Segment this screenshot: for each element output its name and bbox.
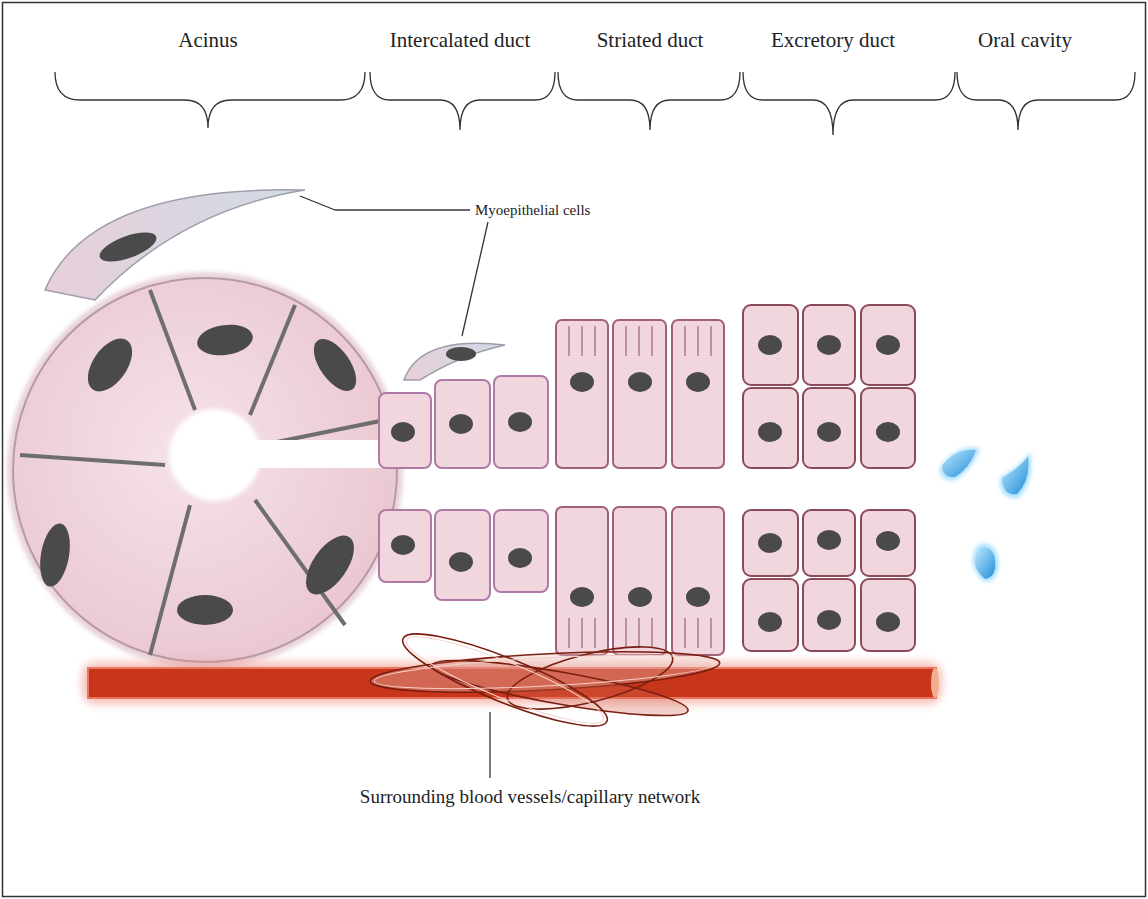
section-label: Excretory duct (771, 28, 895, 52)
striations (569, 326, 711, 648)
callout-label: Myoepithelial cells (475, 202, 590, 219)
blood-vessel (82, 618, 942, 778)
section-label: Oral cavity (978, 28, 1072, 52)
callout-label: Surrounding blood vessels/capillary netw… (360, 786, 700, 808)
section-label: Striated duct (597, 28, 704, 52)
striated-duct (556, 320, 724, 655)
intercalated-duct (379, 376, 548, 600)
brackets (55, 72, 1135, 135)
section-label: Acinus (178, 28, 238, 52)
section-label: Intercalated duct (390, 28, 531, 52)
excretory-duct (743, 305, 915, 651)
acinus (7, 190, 470, 668)
frame (3, 3, 1146, 897)
saliva-droplets (940, 448, 1031, 582)
